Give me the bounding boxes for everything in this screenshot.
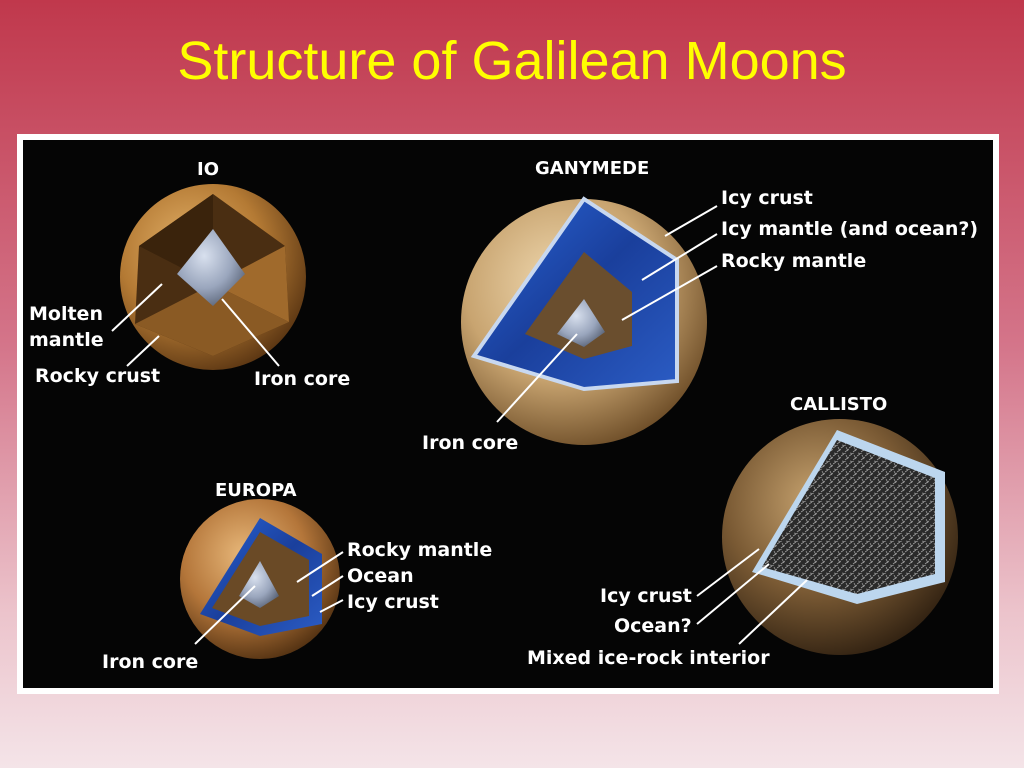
callisto-name: CALLISTO	[790, 394, 887, 415]
europa-iron-core-leader	[194, 585, 256, 645]
ganymede-icy-mantle-label: Icy mantle (and ocean?)	[721, 218, 978, 240]
europa-rocky-mantle-label: Rocky mantle	[347, 539, 492, 561]
galilean-moons-diagram: IO Molten mantle Rocky crust Iron core G…	[29, 158, 978, 673]
figure-frame: IO Molten mantle Rocky crust Iron core G…	[17, 134, 999, 694]
europa-rocky-mantle-leader	[296, 551, 344, 583]
callisto-icy-crust-label: Icy crust	[600, 585, 692, 607]
io-molten-mantle-leader	[111, 283, 163, 332]
io-name: IO	[197, 159, 219, 180]
ganymede-rocky-mantle-label: Rocky mantle	[721, 250, 866, 272]
ganymede-name: GANYMEDE	[535, 158, 649, 179]
ganymede-iron-core-label: Iron core	[422, 432, 518, 454]
io-rocky-crust-label: Rocky crust	[35, 365, 160, 387]
callisto-interior-leader	[738, 579, 808, 645]
io-molten-mantle-label: Molten	[29, 303, 103, 325]
ganymede-rocky-mantle-leader	[621, 265, 718, 321]
europa-iron-core-label: Iron core	[102, 651, 198, 673]
callisto-ocean-label: Ocean?	[614, 615, 692, 637]
europa-name: EUROPA	[215, 480, 297, 501]
ganymede-icy-crust-leader	[664, 205, 718, 237]
io-rocky-crust-leader	[126, 335, 160, 367]
io-iron-core-label: Iron core	[254, 368, 350, 390]
slide-title: Structure of Galilean Moons	[177, 31, 847, 91]
callisto-icy-crust-leader	[696, 548, 760, 597]
ganymede-icy-mantle-leader	[641, 233, 718, 281]
ganymede-iron-core-leader	[496, 333, 578, 423]
europa-icy-crust-leader	[319, 599, 344, 613]
io-molten-mantle-label-line2: mantle	[29, 329, 104, 351]
callisto-diagram	[722, 419, 958, 655]
europa-ocean-label: Ocean	[347, 565, 414, 587]
europa-icy-crust-label: Icy crust	[347, 591, 439, 613]
io-diagram	[120, 184, 306, 370]
io-iron-core-leader	[221, 298, 280, 367]
ganymede-icy-crust-label: Icy crust	[721, 187, 813, 209]
io-iron-core	[177, 229, 245, 306]
callisto-interior-label: Mixed ice-rock interior	[527, 647, 770, 669]
ganymede-rocky-mantle	[525, 252, 632, 359]
europa-iron-core	[239, 561, 279, 608]
ganymede-diagram	[461, 196, 707, 445]
callisto-interior	[762, 440, 935, 594]
callisto-ocean-leader	[696, 563, 770, 625]
ganymede-iron-core	[557, 299, 605, 347]
europa-ocean-leader	[311, 575, 344, 597]
